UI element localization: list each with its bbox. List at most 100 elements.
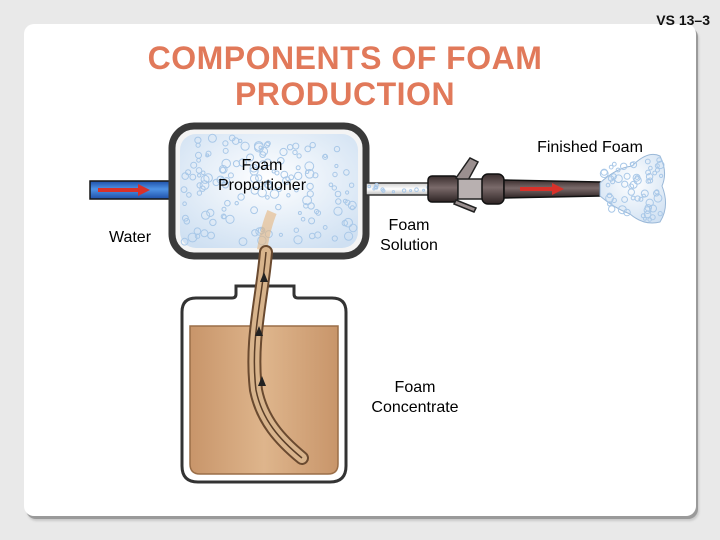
foam-bubble xyxy=(343,217,354,228)
foam-bubble xyxy=(271,169,276,174)
foam-bubble xyxy=(197,173,202,178)
foam-bubble xyxy=(275,203,282,211)
foam-bubble xyxy=(653,193,663,203)
foam-bubble xyxy=(349,205,355,211)
foam-bubble xyxy=(227,172,234,179)
foam-bubble xyxy=(621,180,629,188)
foam-bubble xyxy=(328,182,334,188)
foam-bubble xyxy=(640,213,646,219)
water-inlet-pipe xyxy=(89,180,179,200)
foam-bubble xyxy=(220,213,227,220)
foam-bubble xyxy=(314,208,320,215)
foam-bubble xyxy=(348,223,358,233)
foam-bubble xyxy=(218,165,228,174)
foam-bubble xyxy=(293,235,303,245)
foam-bubble xyxy=(250,206,259,215)
foam-bubble xyxy=(251,229,259,237)
foam-bubble xyxy=(308,217,316,225)
foam-bubble xyxy=(335,198,342,205)
foam-bubble xyxy=(263,158,272,167)
pickup-tube-arrows xyxy=(255,272,268,386)
foam-bubble xyxy=(207,133,217,143)
foam-bubble xyxy=(250,174,259,184)
foam-bubble xyxy=(292,149,298,156)
foam-bubble xyxy=(187,232,198,243)
foam-bubble xyxy=(656,157,662,163)
foam-bubble xyxy=(223,177,231,185)
foam-bubble xyxy=(304,145,312,153)
foam-bubble xyxy=(294,187,299,193)
slide-title-line1: COMPONENTS OF FOAM xyxy=(147,40,543,76)
foam-bubble xyxy=(222,181,229,189)
foam-bubble xyxy=(607,201,613,207)
foam-bubble xyxy=(634,175,640,180)
foam-flow-arrow xyxy=(520,183,564,195)
foam-bubble xyxy=(334,190,342,198)
foam-bubble xyxy=(649,204,657,213)
foam-bubble xyxy=(599,169,609,179)
foam-bubble xyxy=(367,184,372,189)
foam-bubble xyxy=(278,232,283,237)
foam-bubble xyxy=(255,174,263,182)
foam-bubble xyxy=(300,216,306,222)
foam-bubble xyxy=(306,190,314,198)
foam-bubble xyxy=(269,189,280,199)
foam-bubble xyxy=(196,157,202,163)
foam-bubble xyxy=(380,187,385,192)
foam-bubble xyxy=(200,170,206,176)
foam-bubble xyxy=(422,188,426,192)
foam-bubble xyxy=(182,214,189,222)
foam-bubble xyxy=(280,170,289,179)
label-foam-proportioner-line1: Foam xyxy=(241,157,283,174)
foam-bubble xyxy=(607,175,615,182)
foam-bubble xyxy=(195,142,201,148)
foam-bubble xyxy=(345,190,350,195)
foam-bubble xyxy=(309,141,316,149)
finished-foam-spray xyxy=(599,153,666,224)
foam-bubble xyxy=(409,189,413,193)
foam-bubble xyxy=(659,173,664,178)
foam-bubble xyxy=(263,141,271,148)
foam-bubble xyxy=(265,195,270,200)
foam-bubble xyxy=(600,168,608,176)
foam-bubble xyxy=(234,201,239,206)
foam-bubble xyxy=(652,170,658,176)
foam-bubble xyxy=(257,181,264,188)
foam-bubble xyxy=(332,171,338,178)
foam-bubble xyxy=(257,188,267,198)
foam-bubble xyxy=(656,160,665,170)
slide-title-line2: PRODUCTION xyxy=(234,76,456,112)
foam-bubble xyxy=(344,231,354,241)
foam-bubble xyxy=(620,162,628,171)
label-finished-foam: Finished Foam xyxy=(537,139,643,156)
foam-bubble xyxy=(611,161,617,167)
label-foam-concentrate: Foam Concentrate xyxy=(356,378,474,418)
foam-bubble xyxy=(297,211,302,215)
foam-bubble xyxy=(265,140,271,147)
foam-bubble xyxy=(195,167,203,174)
foam-bubble xyxy=(222,147,229,154)
foam-bubble xyxy=(212,178,220,187)
foam-bubble xyxy=(228,134,236,142)
foam-bubble xyxy=(279,147,288,157)
foam-bubble xyxy=(293,227,299,233)
foam-bubble xyxy=(286,193,291,198)
foam-bubble xyxy=(657,211,663,217)
foam-bubble xyxy=(608,205,616,213)
foam-solution-hose xyxy=(365,182,437,196)
foam-bubble xyxy=(206,208,215,217)
label-foam-concentrate-line1: Foam xyxy=(394,379,436,396)
foam-bubble xyxy=(295,165,301,171)
foam-bubble xyxy=(286,144,294,151)
foam-bubble xyxy=(333,206,343,216)
foam-bubble xyxy=(605,182,611,188)
foam-bubble xyxy=(334,163,339,169)
foam-bubble xyxy=(238,138,243,144)
foam-bubble xyxy=(205,150,212,157)
foam-bubble xyxy=(240,141,250,151)
foam-bubble xyxy=(237,193,245,201)
foam-bubble xyxy=(623,208,631,217)
foam-bubble xyxy=(304,169,315,179)
foam-bubble xyxy=(333,145,341,153)
foam-bubble xyxy=(342,198,348,204)
